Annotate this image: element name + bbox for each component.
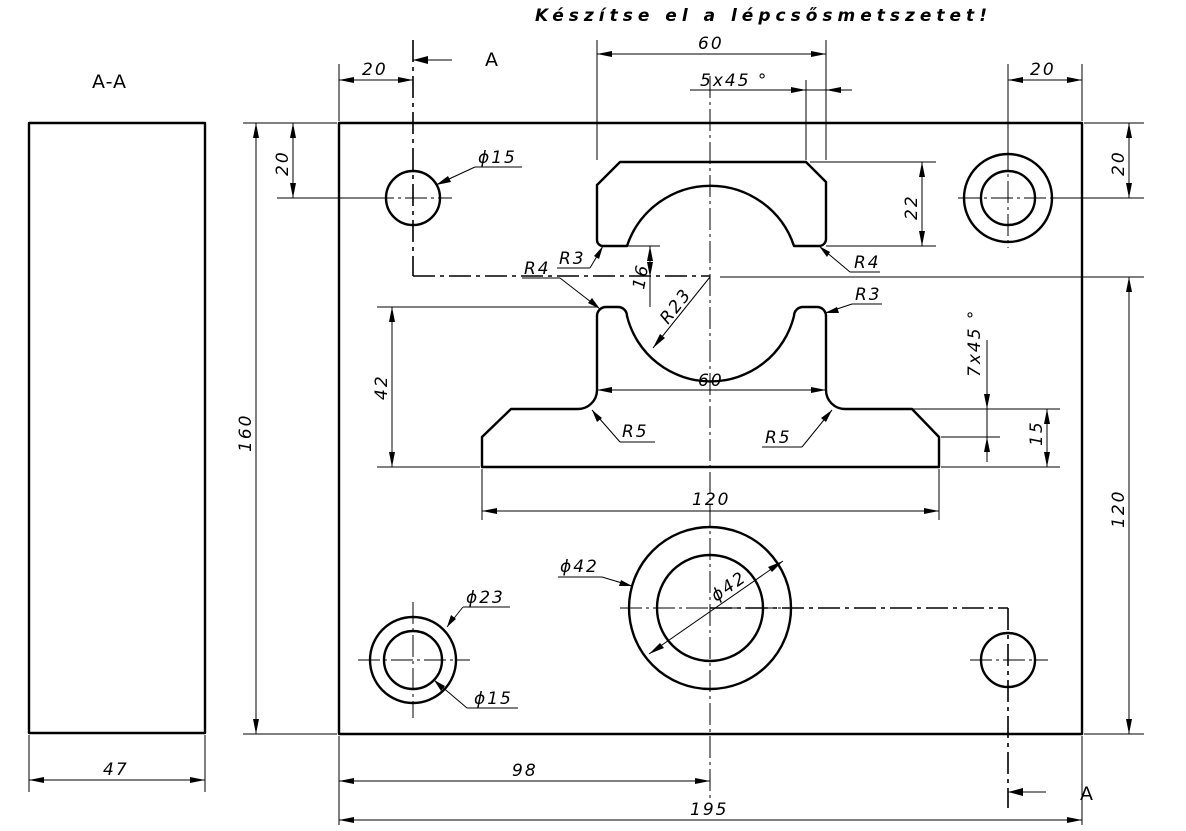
dim-r5-right: R5: [765, 428, 792, 448]
task-title: Készítse el a lépcsősmetszetet!: [535, 6, 992, 26]
dim-20-right: 20: [1109, 150, 1129, 176]
dim-r4-right: R4: [854, 253, 881, 273]
dim-15: 15: [1027, 420, 1047, 446]
dim-120-horizontal: 120: [692, 490, 730, 510]
dim-dia15-bottom: ϕ15: [474, 689, 513, 709]
dim-r5-left: R5: [622, 422, 649, 442]
dim-160: 160: [236, 414, 256, 452]
center-lines: [358, 76, 1058, 800]
dim-dia15-top: ϕ15: [478, 148, 517, 168]
arrowhead: [29, 777, 44, 783]
dim-47-text: 47: [103, 760, 129, 780]
dim-42: 42: [372, 374, 392, 400]
dimension-lines: [253, 51, 1132, 823]
dim-r3-right: R3: [855, 285, 882, 305]
cut-mark-bottom: A: [1080, 783, 1094, 805]
dim-16: 16: [629, 262, 653, 291]
arrowhead: [190, 777, 205, 783]
dim-r4-left: R4: [524, 259, 551, 279]
dim-dia42-outer: ϕ42: [560, 557, 599, 577]
cut-mark-top: A: [485, 49, 499, 71]
dim-195: 195: [690, 800, 728, 820]
dim-chamfer-7x45: 7x45 °: [965, 309, 985, 377]
extension-lines: [243, 40, 1144, 825]
dim-120-vertical: 120: [1109, 490, 1129, 528]
dim-98: 98: [512, 761, 538, 781]
dim-dia23: ϕ23: [466, 588, 505, 608]
dim-60-middle: 60: [698, 371, 724, 391]
section-view-label: A-A: [92, 71, 127, 93]
leader-lines: [433, 166, 882, 709]
dim-20-top-left: 20: [362, 60, 388, 80]
dim-20-top-right: 20: [1030, 60, 1056, 80]
dimension-texts: 20 60 5x45 ° 20 20 20 ϕ15 22 R3 R4 R4 R3…: [236, 34, 1129, 820]
dim-chamfer-5x45: 5x45 °: [700, 71, 768, 91]
dim-r3-upper: R3: [559, 249, 586, 269]
cutting-plane: A A: [412, 40, 1094, 808]
dim-r23: R23: [656, 285, 696, 328]
dim-dia42-inner: ϕ42: [707, 567, 750, 606]
dim-60-top: 60: [698, 34, 724, 54]
dim-20-left: 20: [273, 150, 293, 176]
section-view: A-A 47: [27, 71, 207, 792]
lower-cradle-outline: [480, 305, 941, 469]
dim-22: 22: [902, 194, 922, 220]
upper-cradle-outline: [595, 160, 828, 248]
section-view-outline: [27, 121, 207, 735]
